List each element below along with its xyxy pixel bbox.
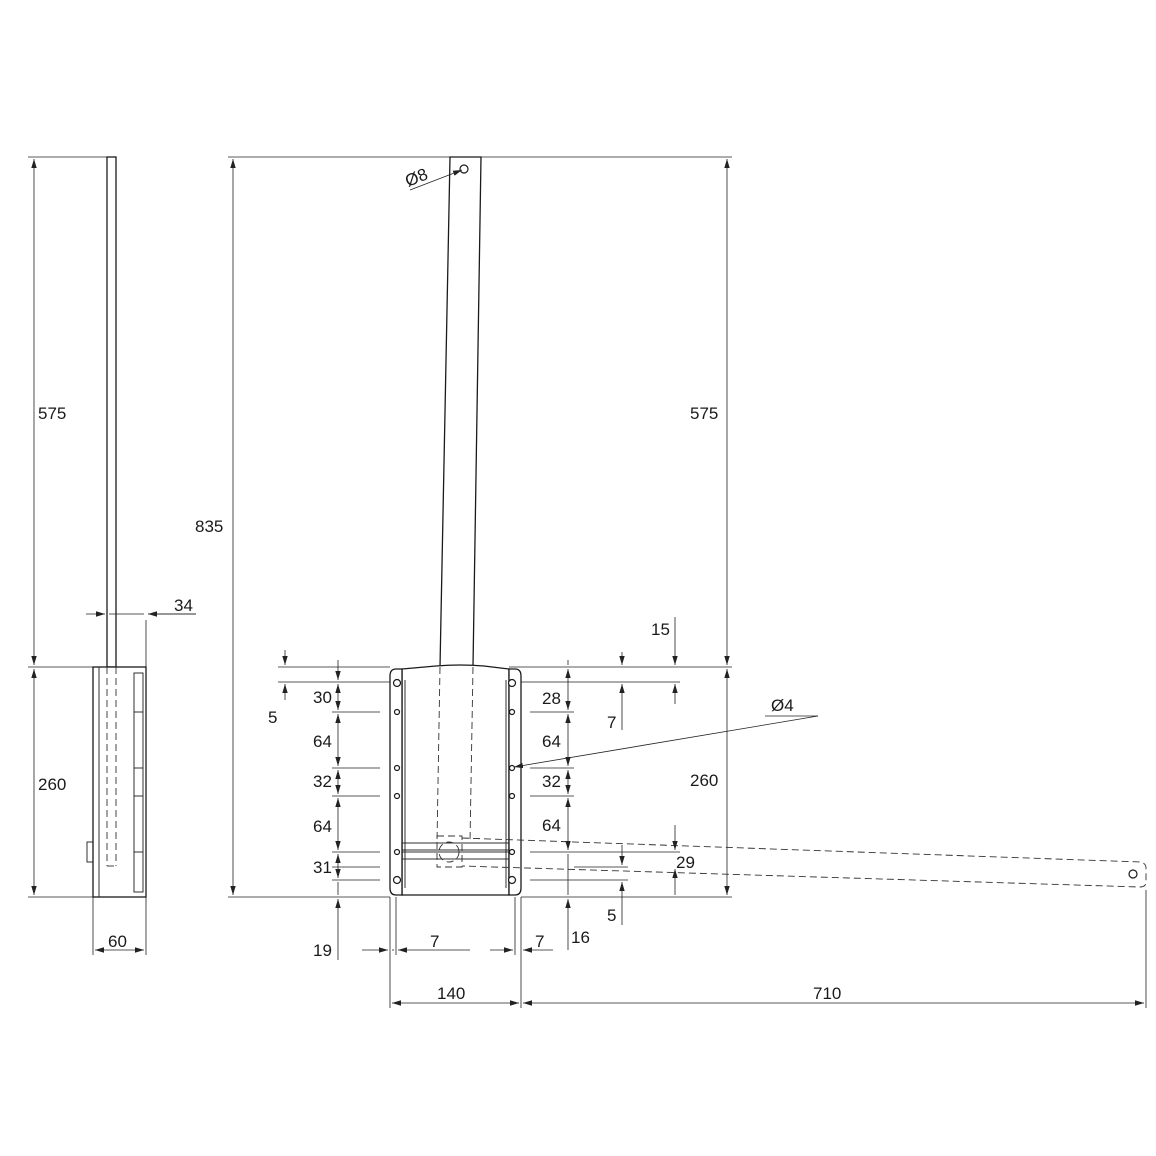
arm-end-hole	[1128, 869, 1138, 879]
right-dim-7: 7	[607, 713, 616, 732]
front-body	[401, 664, 510, 896]
right-dim-29: 29	[676, 853, 695, 872]
right-dim-5: 5	[607, 906, 616, 925]
edge-dim-7-left: 7	[430, 932, 439, 951]
dim-710: 710	[813, 984, 841, 1003]
side-plate	[133, 672, 144, 893]
front-lever-bar	[439, 156, 482, 668]
side-knob	[86, 841, 94, 863]
front-dim-15: 15	[651, 620, 670, 639]
leader-o4	[513, 715, 819, 769]
left-dim-64a: 64	[313, 732, 332, 751]
front-view: 835 575 260 15 Ø8 Ø4 5 30 64 32 64 31 19…	[195, 156, 1147, 1008]
top-pivot-hole	[459, 164, 469, 174]
leader-o8	[409, 169, 463, 191]
left-dim-31: 31	[313, 858, 332, 877]
left-dim-5: 5	[268, 708, 277, 727]
side-dim-34: 34	[174, 596, 193, 615]
dim-140: 140	[437, 984, 465, 1003]
dim-o8: Ø8	[402, 165, 430, 191]
front-dim-835: 835	[195, 517, 223, 536]
right-dim-28: 28	[542, 689, 561, 708]
side-dim-260: 260	[38, 775, 66, 794]
edge-dim-7-right: 7	[535, 932, 544, 951]
side-bar	[106, 156, 117, 668]
side-body	[92, 666, 147, 898]
right-dim-32: 32	[542, 772, 561, 791]
right-dim-64a: 64	[542, 732, 561, 751]
left-dim-32: 32	[313, 772, 332, 791]
left-plate	[389, 668, 403, 896]
left-dim-30: 30	[313, 688, 332, 707]
front-dim-260: 260	[690, 771, 718, 790]
dim-o4: Ø4	[771, 696, 794, 715]
extension-arm	[461, 837, 1147, 888]
right-dim-16: 16	[571, 928, 590, 947]
side-dim-575: 575	[38, 404, 66, 423]
left-dim-64b: 64	[313, 817, 332, 836]
right-plate	[508, 668, 522, 896]
side-view: 575 260 34 60	[28, 156, 196, 955]
side-dim-60: 60	[108, 932, 127, 951]
right-dim-64b: 64	[542, 816, 561, 835]
left-mounting-holes	[392, 678, 402, 885]
front-dim-575: 575	[690, 404, 718, 423]
left-dim-19: 19	[313, 941, 332, 960]
